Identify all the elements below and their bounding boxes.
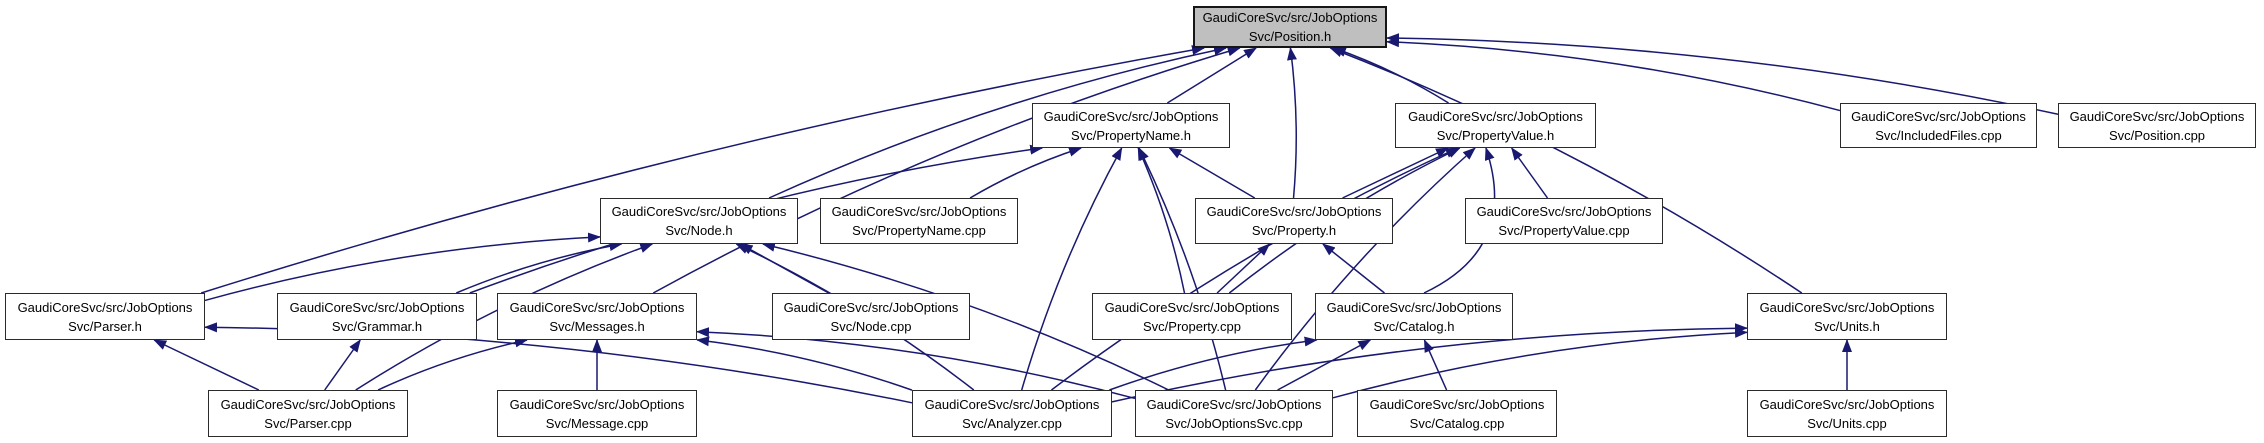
node-label-line: GaudiCoreSvc/src/JobOptions [1408, 108, 1583, 124]
include-edge-node_h-to-position_h [768, 45, 1228, 199]
include-edge-analyzer_cpp-to-units_h [1111, 323, 1748, 403]
node-label-line: GaudiCoreSvc/src/JobOptions [1759, 396, 1935, 412]
include-edge-position_cpp-to-position_h [1386, 33, 2059, 115]
node-label-line: Svc/PropertyName.cpp [852, 223, 986, 238]
node-label-line: GaudiCoreSvc/src/JobOptions [509, 396, 685, 412]
node-label-line: GaudiCoreSvc/src/JobOptions [1476, 204, 1652, 219]
node-label-line: Svc/Message.cpp [545, 415, 649, 431]
include-edge-parser_cpp-to-messages_h [377, 337, 528, 391]
include-edge-analyzer_cpp-to-messages_h [696, 336, 913, 391]
node-label-line: GaudiCoreSvc/src/JobOptions [289, 299, 465, 315]
node-label-line: Svc/PropertyName.h [1071, 127, 1191, 143]
node-label-line: Svc/Units.h [1814, 318, 1880, 334]
node-label-line: Svc/Position.cpp [2108, 127, 2206, 143]
include-edge-property_h-to-propertyname_h [1168, 147, 1256, 199]
node-label-line: Svc/Property.cpp [1142, 318, 1242, 334]
include-edge-analyzer_cpp-to-propertyvalue_h [1050, 147, 1459, 391]
node-label-line: GaudiCoreSvc/src/JobOptions [2069, 108, 2245, 124]
include-edge-analyzer_cpp-to-catalog_h [1109, 336, 1318, 391]
include-edge-parser_cpp-to-parser_h [153, 339, 260, 391]
node-label-line: GaudiCoreSvc/src/JobOptions [1851, 108, 2026, 124]
include-edge-joboptionssvc_cpp-to-units_h [1332, 327, 1748, 399]
include-edge-parser_h-to-position_h [200, 45, 1206, 294]
node-label-line: Svc/PropertyValue.h [1436, 127, 1555, 143]
node-label-line: Svc/Parser.h [68, 318, 142, 334]
node-label-line: Svc/Messages.h [549, 318, 645, 334]
node-label-line: Svc/Node.cpp [830, 318, 912, 334]
node-label-line: Svc/Analyzer.cpp [962, 415, 1062, 431]
node-label-line: GaudiCoreSvc/src/JobOptions [831, 204, 1007, 219]
node-label-line: Svc/Property.h [1251, 223, 1337, 238]
node-label-line: GaudiCoreSvc/src/JobOptions [17, 299, 193, 315]
include-edge-joboptionssvc_cpp-to-catalog_h [1277, 339, 1372, 391]
include-edge-propertyname_h-to-position_h [1166, 47, 1257, 104]
include-edge-parser_h-to-node_h [204, 232, 601, 302]
node-label-line: GaudiCoreSvc/src/JobOptions [220, 396, 396, 412]
node-label-line: Svc/Parser.cpp [264, 415, 352, 431]
node-label-line: GaudiCoreSvc/src/JobOptions [924, 396, 1100, 412]
node-label-line: GaudiCoreSvc/src/JobOptions [1202, 10, 1378, 25]
include-edge-units_h-to-position_h [1329, 47, 1803, 294]
include-edge-joboptionssvc_cpp-to-propertyname_h [1138, 147, 1227, 391]
node-label-line: Svc/Catalog.h [1373, 318, 1455, 334]
node-label-line: GaudiCoreSvc/src/JobOptions [611, 204, 787, 219]
node-label-line: GaudiCoreSvc/src/JobOptions [1146, 396, 1322, 412]
node-label-line: Svc/Grammar.h [331, 318, 423, 334]
include-edge-grammar_h-to-node_h [455, 241, 623, 294]
include-edge-propertyname_cpp-to-propertyname_h [969, 146, 1083, 199]
include-edge-messages_h-to-position_h [652, 46, 1241, 294]
include-edge-catalog_h-to-property_h [1322, 243, 1385, 294]
node-label-line: GaudiCoreSvc/src/JobOptions [1043, 108, 1219, 124]
node-label-line: GaudiCoreSvc/src/JobOptions [1206, 204, 1382, 219]
include-edge-property_cpp-to-property_h [1216, 243, 1271, 294]
node-label-line: Svc/Catalog.cpp [1409, 415, 1505, 431]
include-edge-parser_cpp-to-grammar_h [324, 339, 361, 391]
include-edge-property_cpp-to-propertyname_h [1137, 147, 1186, 294]
include-edge-analyzer_cpp-to-propertyname_h [1020, 147, 1123, 391]
node-label-line: Svc/IncludedFiles.cpp [1875, 127, 2002, 143]
include-edge-joboptionssvc_cpp-to-messages_h [696, 327, 1136, 400]
include-edge-joboptionssvc_cpp-to-propertyvalue_h [1254, 147, 1476, 391]
node-label-line: GaudiCoreSvc/src/JobOptions [1326, 299, 1502, 315]
node-label-line: GaudiCoreSvc/src/JobOptions [1369, 396, 1545, 412]
node-label-line: Svc/Node.h [665, 223, 733, 238]
node-label-line: GaudiCoreSvc/src/JobOptions [783, 299, 959, 315]
node-label-line: Svc/Position.h [1248, 29, 1332, 44]
include-edge-propertyvalue_cpp-to-propertyvalue_h [1511, 147, 1549, 199]
node-label-line: GaudiCoreSvc/src/JobOptions [509, 299, 685, 315]
node-label-line: Svc/Units.cpp [1807, 415, 1887, 431]
node-label-line: GaudiCoreSvc/src/JobOptions [1104, 299, 1280, 315]
node-label-line: GaudiCoreSvc/src/JobOptions [1759, 299, 1935, 315]
include-edge-property_h-to-position_h [1287, 47, 1297, 199]
include-edge-includedfiles_cpp-to-position_h [1386, 37, 1841, 112]
node-label-line: Svc/PropertyValue.cpp [1498, 223, 1630, 238]
node-label-line: Svc/JobOptionsSvc.cpp [1165, 415, 1303, 431]
include-edge-property_h-to-propertyvalue_h [1342, 147, 1449, 199]
